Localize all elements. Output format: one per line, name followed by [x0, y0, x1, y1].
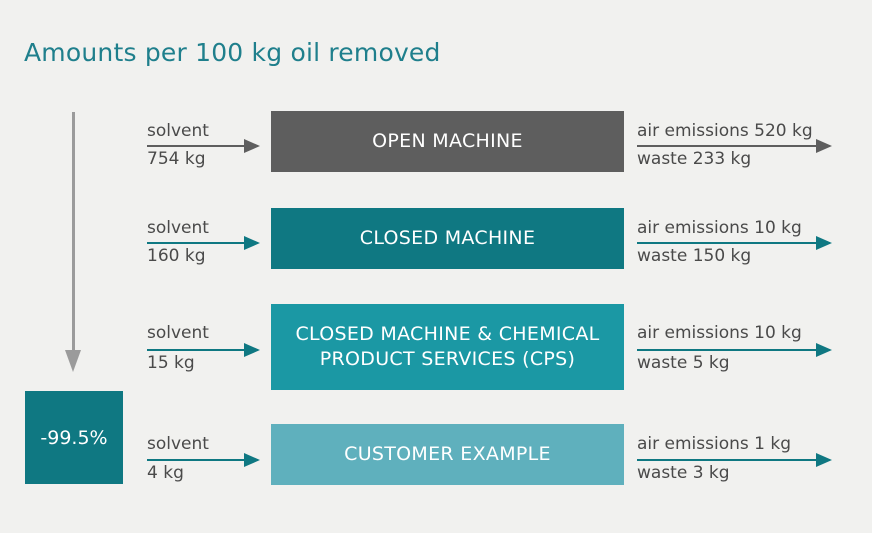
waste-label: waste 3 kg [637, 463, 730, 483]
input-arrow [147, 236, 260, 250]
input-arrow [147, 139, 260, 153]
machine-box: CLOSED MACHINE & CHEMICAL PRODUCT SERVIC… [271, 304, 624, 390]
machine-box: CUSTOMER EXAMPLE [271, 424, 624, 485]
air-emissions-label: air emissions 10 kg [637, 323, 802, 343]
air-emissions-label: air emissions 10 kg [637, 218, 802, 238]
solvent-amount: 754 kg [147, 149, 206, 169]
input-arrow [147, 453, 260, 467]
input-arrow [147, 343, 260, 357]
solvent-label: solvent [147, 218, 209, 238]
output-arrow [637, 343, 832, 357]
down-arrow-head [65, 350, 81, 372]
waste-label: waste 150 kg [637, 246, 752, 266]
diagram-title: Amounts per 100 kg oil removed [24, 38, 441, 67]
air-emissions-label: air emissions 520 kg [637, 121, 813, 141]
solvent-amount: 160 kg [147, 246, 206, 266]
solvent-amount: 15 kg [147, 353, 195, 373]
output-arrow [637, 453, 832, 467]
output-arrow [637, 236, 832, 250]
solvent-label: solvent [147, 434, 209, 454]
air-emissions-label: air emissions 1 kg [637, 434, 792, 454]
machine-box: CLOSED MACHINE [271, 208, 624, 269]
waste-label: waste 5 kg [637, 353, 730, 373]
solvent-label: solvent [147, 323, 209, 343]
waste-label: waste 233 kg [637, 149, 752, 169]
reduction-badge: -99.5% [25, 391, 123, 484]
output-arrow [637, 139, 832, 153]
solvent-label: solvent [147, 121, 209, 141]
solvent-amount: 4 kg [147, 463, 184, 483]
down-arrow-shaft [72, 112, 75, 350]
machine-box: OPEN MACHINE [271, 111, 624, 172]
